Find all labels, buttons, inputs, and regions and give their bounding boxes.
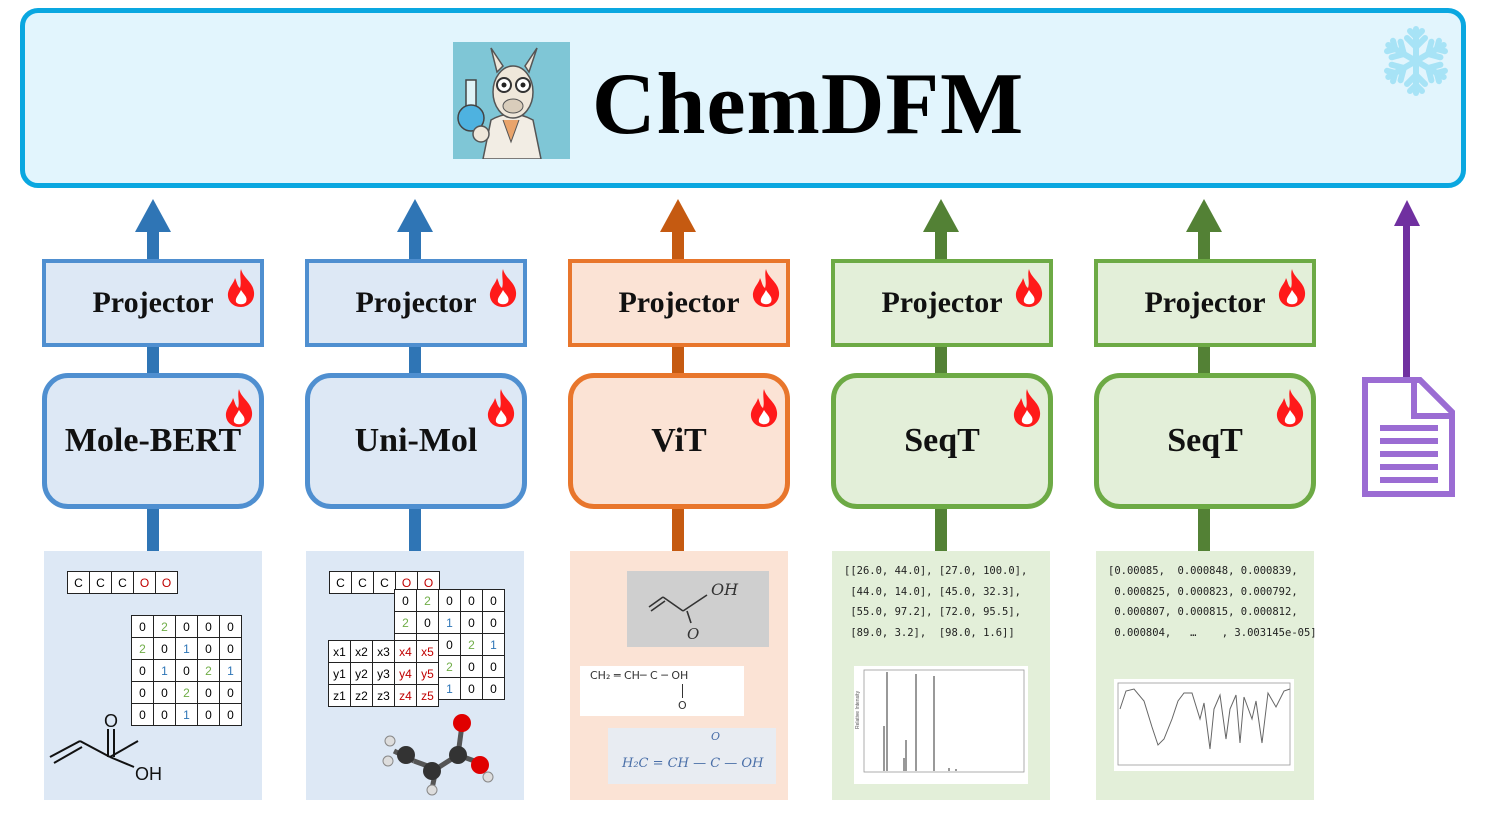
handwritten-formula-photo: O H₂C = CH — C — OH xyxy=(608,728,776,784)
acrylic-acid-structure: O OH xyxy=(49,711,162,784)
llama-scientist-logo xyxy=(453,42,570,160)
encoder-box-unimol: Uni-Mol xyxy=(305,373,527,509)
chemdfm-llm-box xyxy=(20,8,1466,188)
ms-input-panel: [[26.0, 44.0], [27.0, 100.0], [44.0, 14.… xyxy=(832,551,1050,800)
ms-peak-list: [[26.0, 44.0], [27.0, 100.0], [44.0, 14.… xyxy=(844,565,1028,639)
ir-value-list: [0.00085, 0.000848, 0.000839, 0.000825, … xyxy=(1108,565,1317,639)
flame-icon xyxy=(489,269,517,307)
token: C xyxy=(111,571,134,594)
encoder-label: SeqT xyxy=(1167,422,1243,459)
printed-formula: CH₂ ═ CH─ C ─ OH xyxy=(590,669,689,682)
handwritten-o: O xyxy=(711,730,721,743)
vit-input-panel: OH O CH₂ ═ CH─ C ─ OH O O H₂C = CH — C —… xyxy=(570,551,788,800)
flame-icon xyxy=(227,269,255,307)
flame-icon xyxy=(1278,269,1306,307)
encoder-label: SeqT xyxy=(904,422,980,459)
ir-input-panel: [0.00085, 0.000848, 0.000839, 0.000825, … xyxy=(1096,551,1317,800)
hydroxyl-label: OH xyxy=(135,764,162,784)
svg-text:Relative Intensity: Relative Intensity xyxy=(855,690,861,729)
token: C xyxy=(89,571,112,594)
ball-and-stick-model xyxy=(382,714,494,796)
encoder-box-seqt-ms: SeqT xyxy=(831,373,1053,509)
printed-oxygen: O xyxy=(678,699,687,712)
handwritten-formula: H₂C = CH — C — OH xyxy=(622,756,764,771)
chemdfm-title: ChemDFM xyxy=(592,56,1025,153)
token: O xyxy=(155,571,178,594)
flame-icon xyxy=(1276,389,1304,427)
flame-icon xyxy=(752,269,780,307)
encoder-box-vit: ViT xyxy=(568,373,790,509)
encoder-label: ViT xyxy=(651,422,707,459)
encoder-box-molebert: Mole-BERT xyxy=(42,373,264,509)
projector-label: Projector xyxy=(881,286,1003,319)
encoder-label: Mole-BERT xyxy=(64,422,242,459)
snowflake-icon xyxy=(1380,25,1452,97)
projector-label: Projector xyxy=(1144,286,1266,319)
projector-box-molebert: Projector xyxy=(42,259,264,347)
text-document-icon xyxy=(1362,377,1455,497)
projector-box-unimol: Projector xyxy=(305,259,527,347)
token: C xyxy=(373,571,396,594)
flame-icon xyxy=(750,389,778,427)
projector-label: Projector xyxy=(355,286,477,319)
token-sequence: C C C O O xyxy=(329,571,440,594)
projector-label: Projector xyxy=(92,286,214,319)
flame-icon xyxy=(225,389,253,427)
token: C xyxy=(351,571,374,594)
handwritten-o: O xyxy=(687,625,699,643)
flame-icon xyxy=(1015,269,1043,307)
ir-spectrum-image xyxy=(1114,679,1294,771)
flame-icon xyxy=(487,389,515,427)
encoder-box-seqt-ir: SeqT xyxy=(1094,373,1316,509)
mass-spectrum-image: Relative Intensity xyxy=(854,666,1028,784)
projector-label: Projector xyxy=(618,286,740,319)
token: C xyxy=(329,571,352,594)
projector-box-seqt-ir: Projector xyxy=(1094,259,1316,347)
token: C xyxy=(67,571,90,594)
encoder-label: Uni-Mol xyxy=(354,422,478,459)
handwritten-oh: OH xyxy=(711,580,739,599)
projector-box-seqt-ms: Projector xyxy=(831,259,1053,347)
flame-icon xyxy=(1013,389,1041,427)
token-sequence: C C C O O xyxy=(67,571,178,594)
oxygen-label: O xyxy=(104,711,118,731)
token: O xyxy=(133,571,156,594)
handwritten-structure-photo: OH O xyxy=(627,571,769,647)
projector-box-vit: Projector xyxy=(568,259,790,347)
bond-line xyxy=(682,684,683,698)
printed-structure-image: CH₂ ═ CH─ C ─ OH O xyxy=(580,666,744,716)
